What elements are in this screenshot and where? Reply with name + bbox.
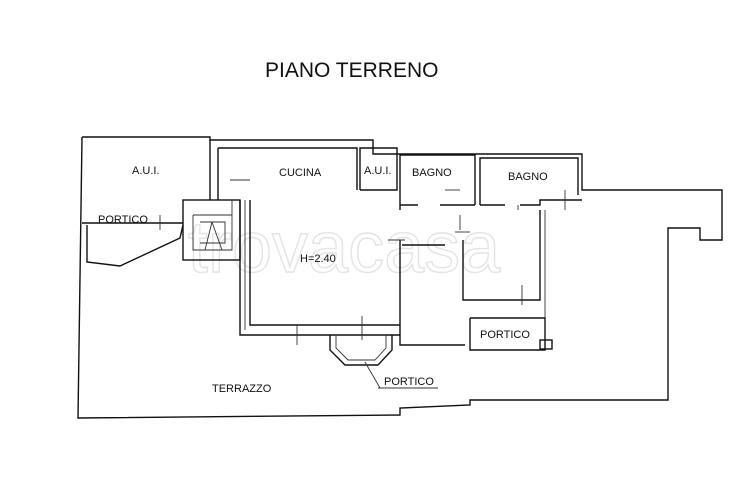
room-label-bagno-2: BAGNO (508, 171, 548, 183)
plan-title: PIANO TERRENO (265, 59, 438, 82)
room-label-portico-bottom: PORTICO (384, 376, 434, 388)
watermark-logo: trovacasa (188, 208, 501, 288)
room-label-aui-small: A.U.I. (364, 165, 392, 177)
room-label-portico-left: PORTICO (98, 214, 148, 226)
room-label-aui: A.U.I. (132, 165, 160, 177)
room-label-bagno-1: BAGNO (412, 167, 452, 179)
room-label-portico-right: PORTICO (480, 329, 530, 341)
walls (77, 136, 723, 419)
ceiling-height-label: H=2.40 (300, 253, 336, 265)
room-label-terrazzo: TERRAZZO (212, 383, 272, 395)
room-labels: A.U.I. CUCINA A.U.I. BAGNO BAGNO PORTICO… (98, 165, 548, 395)
room-label-cucina: CUCINA (279, 167, 322, 179)
